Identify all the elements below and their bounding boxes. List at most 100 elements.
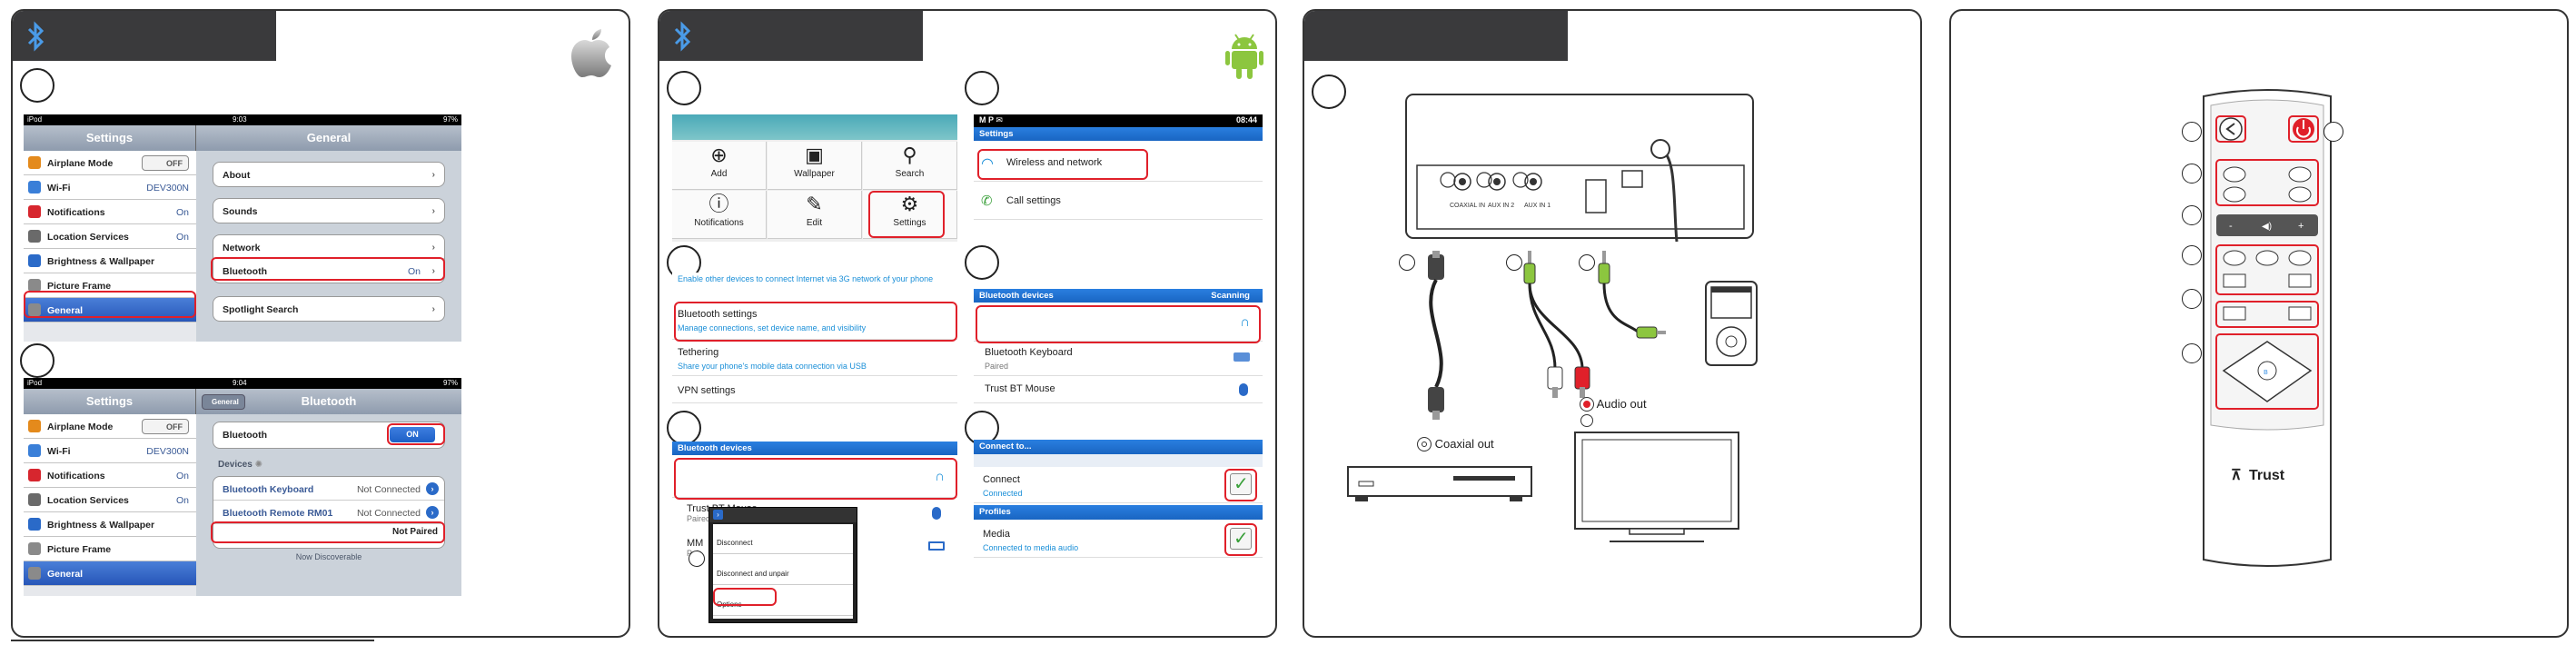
- spotlight-group[interactable]: Spotlight Search›: [213, 296, 445, 322]
- menu-item-edit[interactable]: ✎Edit: [768, 191, 862, 239]
- wallpaper-strip: [672, 114, 957, 140]
- headset-device-row[interactable]: ∩: [672, 458, 957, 498]
- status-bar: iPod 9:03 97%: [24, 114, 461, 125]
- sidebar-item-general[interactable]: General: [24, 298, 196, 322]
- sidebar-item-brightness-wallpaper[interactable]: Brightness & Wallpaper: [24, 512, 196, 537]
- mouse-icon: [932, 507, 941, 520]
- headset-device-row[interactable]: ∩: [974, 305, 1263, 342]
- media-checkbox-highlight: [1224, 523, 1257, 556]
- airplane-toggle[interactable]: OFF: [142, 155, 189, 171]
- settings-item-icon: [28, 493, 41, 506]
- sounds-group[interactable]: Sounds›: [213, 198, 445, 223]
- bluetooth-switch[interactable]: ON: [390, 427, 435, 442]
- svg-text:+: +: [2298, 221, 2304, 232]
- coaxial-jack-icon: [1417, 436, 1432, 452]
- svg-text:ʙ: ʙ: [2264, 367, 2268, 376]
- tethering-row[interactable]: Tethering Share your phone's mobile data…: [672, 343, 957, 376]
- wireless-row[interactable]: ◠ Wireless and network: [974, 145, 1263, 182]
- settings-item-icon: [28, 420, 41, 432]
- popup-item-disconnect[interactable]: Disconnect: [713, 524, 853, 554]
- info-icon[interactable]: ›: [426, 482, 439, 495]
- vpn-row[interactable]: VPN settings: [672, 380, 957, 403]
- port-label-aux2: AUX IN 2: [1488, 203, 1514, 209]
- chevron-right-icon: ›: [431, 205, 436, 216]
- menu-item-wallpaper[interactable]: ▣ Wallpaper: [768, 142, 862, 190]
- wallpaper-icon: ▣: [805, 144, 824, 166]
- sidebar-item-brightness-wallpaper[interactable]: Brightness & Wallpaper: [24, 249, 196, 273]
- general-detail: General About› Sounds› Network› Bluetoot…: [196, 125, 461, 342]
- menu-item-search[interactable]: ⚲Search: [863, 142, 957, 190]
- popup-icon: ›: [713, 510, 723, 520]
- mouse-device-row[interactable]: Trust BT Mouse: [974, 378, 1263, 403]
- sidebar-item-label: Picture Frame: [47, 544, 112, 555]
- menu-item-settings[interactable]: ⚙Settings: [863, 191, 957, 239]
- connect-row[interactable]: Connect Connected ✓: [974, 467, 1263, 503]
- sidebar-item-value: On: [175, 495, 189, 506]
- remote-marker-back: [2182, 122, 2202, 142]
- media-checkbox[interactable]: ✓: [1230, 528, 1252, 550]
- about-group[interactable]: About›: [213, 162, 445, 187]
- sidebar-item-label: General: [47, 569, 84, 580]
- mp3-player: [1705, 281, 1758, 366]
- back-button[interactable]: General: [202, 394, 245, 410]
- red-jack-icon: [1580, 397, 1593, 411]
- settings-item-icon: [28, 567, 41, 580]
- profiles-header: Profiles: [974, 505, 1263, 520]
- step-1-marker: [20, 68, 54, 103]
- settings-header: Settings: [974, 127, 1263, 141]
- headset-highlight: [976, 305, 1261, 343]
- android-wireless-screen: Enable other devices to connect Internet…: [672, 273, 957, 409]
- remote-marker-nav: [2182, 343, 2202, 363]
- sidebar-item-picture-frame[interactable]: Picture Frame: [24, 273, 196, 298]
- settings-title: Settings: [24, 125, 196, 151]
- not-paired-row[interactable]: Not Paired: [391, 527, 438, 537]
- settings-title: Settings: [24, 389, 196, 414]
- settings-icon: ⚙: [900, 193, 919, 215]
- info-icon[interactable]: ›: [426, 506, 439, 519]
- call-row[interactable]: ✆ Call settings: [974, 184, 1263, 220]
- media-row[interactable]: Media Connected to media audio ✓: [974, 521, 1263, 558]
- airplane-toggle[interactable]: OFF: [142, 419, 189, 434]
- connect-checkbox[interactable]: ✓: [1230, 473, 1252, 495]
- android-logo-icon: [1225, 34, 1263, 79]
- sidebar-item-value: DEV300N: [146, 183, 189, 194]
- wifi-icon: ◠: [981, 156, 994, 172]
- sidebar-item-general[interactable]: General: [24, 561, 196, 586]
- menu-item-add[interactable]: ⊕Add: [672, 142, 767, 190]
- dvd-player: [1347, 466, 1532, 501]
- settings-item-icon: [28, 279, 41, 292]
- options-highlight: [713, 588, 777, 606]
- network-row[interactable]: Network›: [213, 235, 444, 259]
- sidebar-item-notifications[interactable]: Notifications On: [24, 200, 196, 224]
- footer-rule: [11, 640, 374, 641]
- bluetooth-detail: Bluetooth General Bluetooth ON Devices ✺…: [196, 389, 461, 596]
- sidebar-item-label: Brightness & Wallpaper: [47, 520, 155, 531]
- sidebar-item-value: On: [175, 207, 189, 218]
- apple-logo-icon: [571, 29, 611, 77]
- popup-item-disconnect-and-unpair[interactable]: Disconnect and unpair: [713, 555, 853, 585]
- sidebar-item-picture-frame[interactable]: Picture Frame: [24, 537, 196, 561]
- bluetooth-settings-row[interactable]: Bluetooth settings Manage connections, s…: [672, 303, 957, 340]
- settings-item-icon: [28, 542, 41, 555]
- headphones-icon: ∩: [1240, 314, 1250, 330]
- power-button-group: [2293, 118, 2314, 140]
- keyboard-device-row[interactable]: Bluetooth Keyboard Paired: [974, 343, 1263, 376]
- sidebar-item-value: On: [175, 232, 189, 243]
- remote-marker-ch: [2182, 164, 2202, 184]
- menu-item-label: Wallpaper: [794, 169, 835, 179]
- sidebar-item-label: Notifications: [47, 207, 105, 218]
